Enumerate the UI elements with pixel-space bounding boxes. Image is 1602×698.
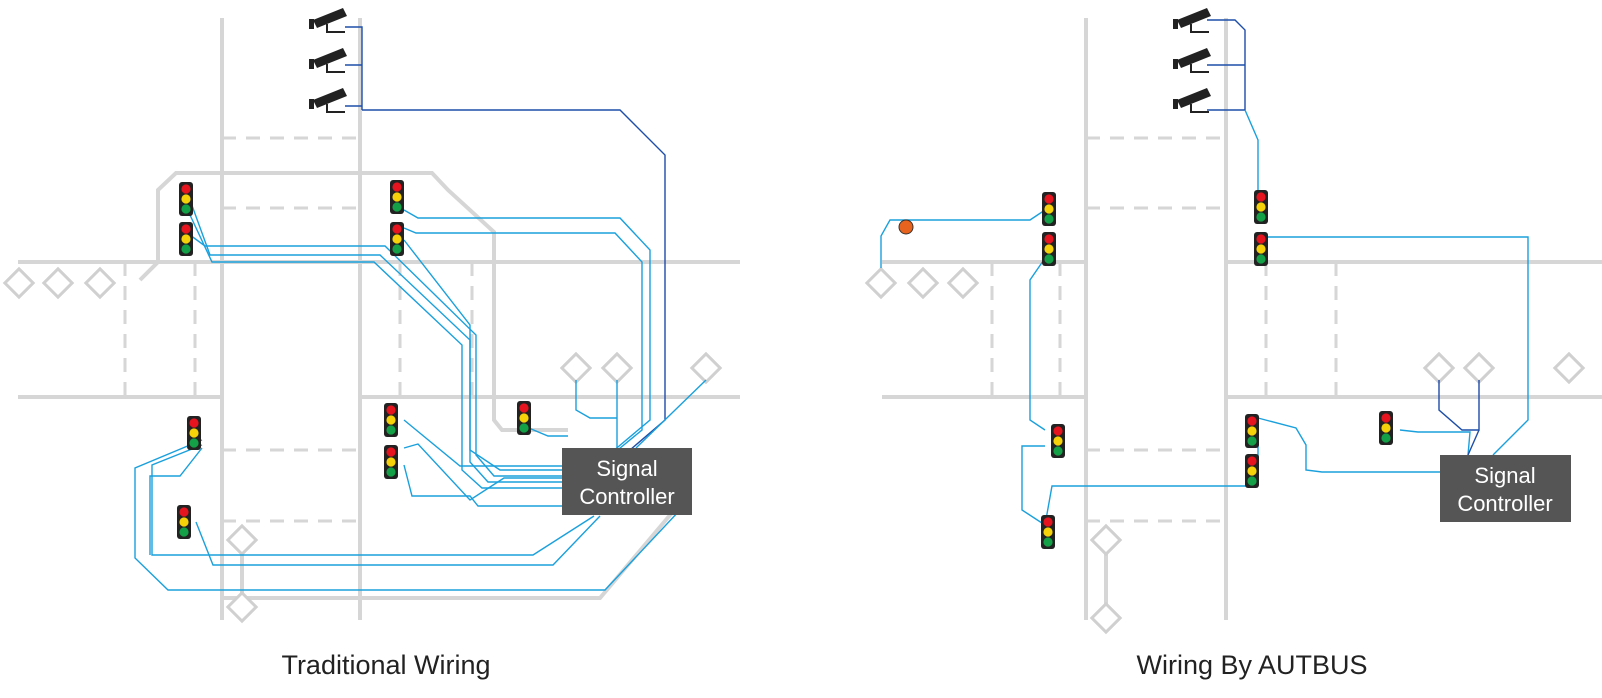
detector-icon [225,590,259,624]
caption-traditional-wiring: Traditional Wiring [281,650,491,680]
controller-label-line2: Controller [1457,491,1552,516]
detector-icon [864,266,898,300]
traffic-light-icon [517,401,531,435]
traffic-light-icon [177,505,191,539]
detector-group [2,266,723,624]
traffic-light-icon [390,180,404,214]
signal-controller: Signal Controller [1440,455,1571,522]
camera-icon [1172,87,1212,113]
detector-icon [946,266,980,300]
traffic-light-icon [384,403,398,437]
detector-icon [1462,351,1496,385]
detector-icon [600,351,634,385]
traffic-light-icon [1254,190,1268,224]
signal-controller: Signal Controller [562,448,692,515]
traffic-light-icon [390,222,404,256]
detector-icon [1552,351,1586,385]
camera-icon [308,87,348,113]
controller-label-line1: Signal [596,456,657,481]
detector-icon [41,266,75,300]
detector-icon [1089,523,1123,557]
traffic-light-icon [1051,424,1065,458]
controller-label-line1: Signal [1474,463,1535,488]
traditional-wires [134,26,707,591]
traffic-light-icon [1042,192,1056,226]
traffic-light-icon [179,222,193,256]
traffic-light-icon [1041,515,1055,549]
autbus-wiring-panel: Signal Controller [864,7,1602,635]
camera-icon [1172,47,1212,73]
road-network [18,18,740,620]
traffic-light-icon [179,182,193,216]
traffic-light-icon [1245,414,1259,448]
traffic-light-icon [384,445,398,479]
traffic-light-icon [187,416,201,450]
detector-icon [225,523,259,557]
traffic-light-icon [1254,232,1268,266]
detector-icon [1089,601,1123,635]
sensor-icon [898,219,914,235]
detector-icon [1422,351,1456,385]
camera-icon [1172,7,1212,33]
traditional-wiring-panel: Signal Controller [2,7,740,624]
caption-autbus-wiring: Wiring By AUTBUS [1136,650,1368,680]
detector-icon [83,266,117,300]
detector-icon [689,351,723,385]
camera-icon [308,47,348,73]
autbus-wires [880,19,1529,526]
detector-icon [2,266,36,300]
controller-label-line2: Controller [579,484,674,509]
detector-group [864,266,1586,635]
traffic-light-icon [1379,411,1393,445]
camera-icon [308,7,348,33]
road-network [882,18,1602,620]
traffic-light-icon [1245,454,1259,488]
traffic-light-icon [1042,232,1056,266]
detector-icon [559,351,593,385]
detector-icon [906,266,940,300]
